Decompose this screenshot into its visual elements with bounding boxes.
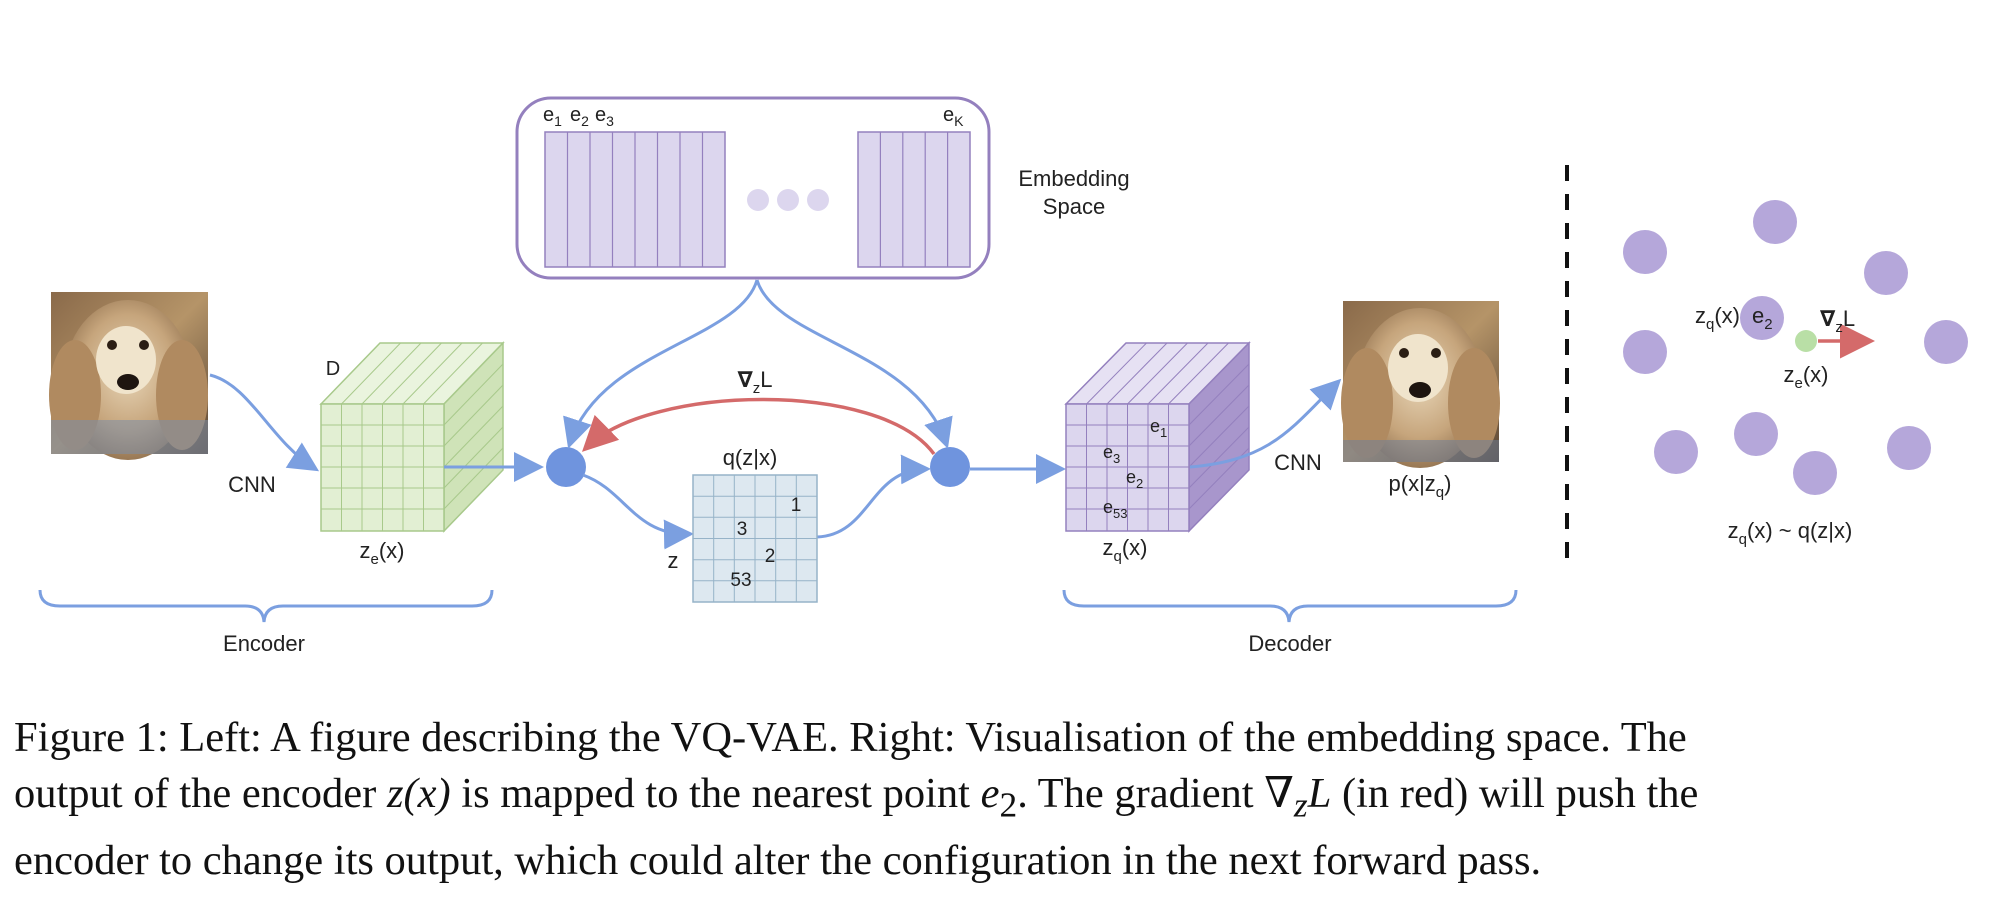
decoder-zq-label: zq(x) [1103,535,1148,565]
right-distribution-label: zq(x) ~ q(z|x) [1728,518,1853,548]
output-dog-image [1341,301,1500,468]
embedding-label-eK: eK [943,104,964,129]
grid-cell-value: 53 [730,570,751,591]
arrow-grid-to-node [816,454,931,539]
embedding-point [1864,251,1908,295]
grid-cell-value: 1 [791,495,802,516]
encoder: CNN D [38,341,505,656]
embedding-visualisation: zq(x) e2 ∇zL ze(x) zq(x) ~ q(z|x) [1623,200,1968,548]
decoder-cnn-label: CNN [1274,450,1322,475]
ellipsis-dot [747,189,769,211]
grid-cell-value: 2 [765,546,776,567]
embedding-space-label-line2: Space [1043,194,1105,219]
embedding-label-e1: e1 [543,104,562,129]
encoder-brace-label: Encoder [223,631,305,656]
decoder-brace [1062,589,1518,623]
embedding-point [1654,430,1698,474]
right-gradient-label: ∇zL [1820,306,1855,336]
latent-index-grid: 1 3 2 53 [692,474,818,603]
arrow-embedding-to-right-node [755,279,953,449]
cube-label-e2: e2 [1126,467,1143,491]
caption-line-1: Figure 1: Left: A figure describing the … [14,714,1687,761]
right-ze-label: ze(x) [1784,362,1829,392]
cube-label-e1: e1 [1150,416,1167,440]
arrow-decoder-to-image [1189,378,1342,469]
ellipsis-dot [777,189,799,211]
embedding-space-label-line1: Embedding [1018,166,1129,191]
embedding-point [1734,412,1778,456]
decoder: e1 e3 e2 e53 zq(x) CNN p(x|zq) Decoder [1062,301,1518,656]
embedding-point [1887,426,1931,470]
encoder-cnn-label: CNN [228,472,276,497]
encoder-output-cube [319,341,505,533]
embedding-point [1924,320,1968,364]
gradient-arrow [582,397,936,456]
decoder-brace-label: Decoder [1248,631,1331,656]
decoder-input-cube: e1 e3 e2 e53 [1064,341,1251,533]
encoder-output-point [1795,330,1817,352]
quantization: ∇zL q(z|x) 1 3 2 53 z [444,279,1066,603]
figure-caption: Figure 1: Left: A figure describing the … [14,710,1990,889]
caption-e2: e [980,770,1000,817]
grid-cell-value: 3 [737,519,748,540]
codebook-left-block [544,131,726,268]
codebook-right-block [857,131,971,268]
q-label: q(z|x) [723,445,778,470]
embedding-point-e2 [1740,296,1784,340]
caption-line-2: output of the encoder z(x) is mapped to … [14,770,1699,825]
left-node [546,447,586,487]
arrow-embedding-to-left-node [563,279,759,449]
encoder-d-label: D [326,358,340,380]
arrow-image-to-encoder [209,373,320,472]
right-zq-label: zq(x) [1695,303,1740,333]
caption-zx: z(x) [386,770,451,817]
encoder-ze-label: ze(x) [360,538,405,568]
embedding-point [1623,230,1667,274]
cube-label-e3: e3 [1103,442,1120,466]
right-node [930,447,970,487]
z-label: z [668,548,679,573]
ellipsis-dot [807,189,829,211]
arrow-node-to-grid [582,473,694,550]
decoder-output-label: p(x|zq) [1389,471,1452,501]
embedding-point [1753,200,1797,244]
embedding-point [1623,330,1667,374]
embedding-point [1793,451,1837,495]
embedding-label-e2: e2 [570,104,589,129]
cube-label-e53: e53 [1103,497,1127,521]
encoder-brace [38,589,494,623]
caption-line-3: encoder to change its output, which coul… [14,836,1542,884]
right-e2-label: e2 [1752,303,1773,333]
embedding-label-e3: e3 [595,104,614,129]
embedding-space: e1 e2 e3 eK Embedding Space [515,96,1130,280]
gradient-label: ∇zL [737,367,772,397]
input-dog-image [49,292,208,460]
